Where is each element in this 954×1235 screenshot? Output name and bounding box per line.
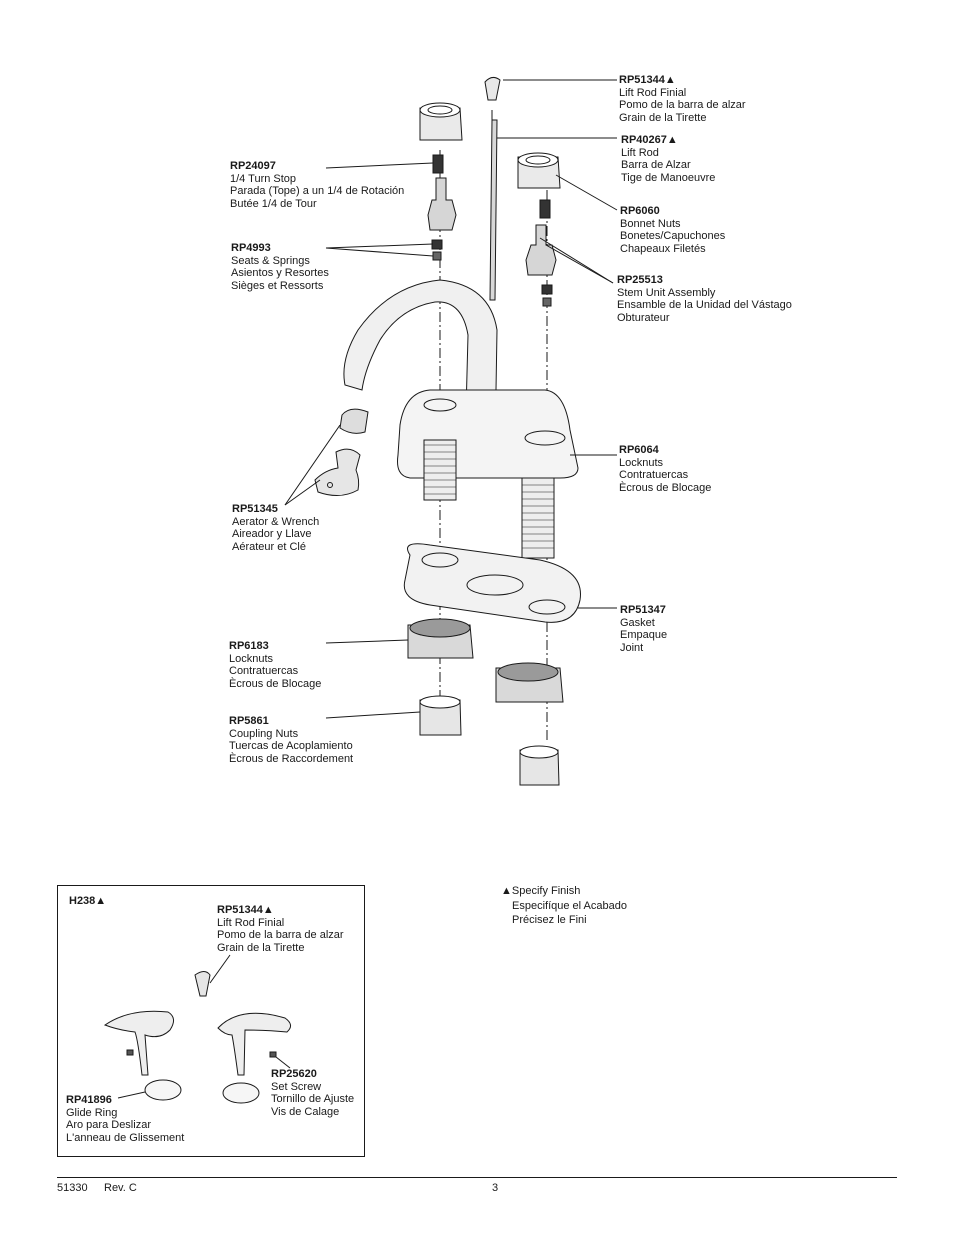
name-fr: Ècrous de Raccordement: [229, 752, 354, 765]
part-number: RP25620: [271, 1068, 317, 1080]
note-fr: Précisez le Fini: [512, 914, 587, 926]
wrench-shape: [314, 448, 361, 496]
name-en: Bonnet Nuts: [620, 217, 681, 230]
footer-rule: [57, 1177, 897, 1178]
name-es: Bonetes/Capuchones: [620, 230, 726, 243]
revision: Rev. C: [104, 1182, 137, 1194]
name-es: Aro para Deslizar: [66, 1119, 151, 1132]
part-number: RP51344▲: [217, 904, 274, 916]
name-es: Asientos y Resortes: [231, 267, 329, 280]
name-es: Tornillo de Ajuste: [271, 1093, 355, 1106]
part-number: RP6183: [229, 640, 269, 652]
inset-callout-rp25620: RP25620 Set Screw Tornillo de Ajuste Vis…: [271, 1068, 354, 1118]
name-en: Aerator & Wrench: [232, 515, 320, 528]
callout-rp6183: RP6183 Locknuts Contratuercas Ècrous de …: [229, 640, 321, 690]
name-fr: Obturateur: [617, 311, 670, 324]
name-es: Parada (Tope) a un 1/4 de Rotación: [230, 185, 405, 198]
doc-number: 51330: [57, 1182, 88, 1194]
name-en: Glide Ring: [66, 1106, 118, 1119]
callout-rp5861: RP5861 Coupling Nuts Tuercas de Acoplami…: [229, 715, 353, 765]
note-en: ▲Specify Finish: [501, 885, 581, 897]
name-fr: Ècrous de Blocage: [619, 481, 712, 494]
part-number: RP6064: [619, 444, 659, 456]
left-stem-shape: [427, 177, 457, 231]
callout-rp4993: RP4993 Seats & Springs Asientos y Resort…: [231, 242, 329, 292]
lift-rod-shape: [489, 119, 498, 301]
name-en: Gasket: [620, 616, 655, 629]
name-en: Seats & Springs: [231, 254, 310, 267]
specify-finish-note: ▲Specify Finish Especifíque el Acabado P…: [501, 884, 627, 928]
name-es: Contratuercas: [229, 665, 299, 678]
inset-right-handle-shape: [217, 1012, 291, 1076]
left-shank-shape: [423, 439, 457, 501]
part-number: RP40267▲: [621, 134, 678, 146]
part-number: RP5861: [229, 715, 269, 727]
callout-rp6060: RP6060 Bonnet Nuts Bonetes/Capuchones Ch…: [620, 205, 725, 255]
right-shank-shape: [521, 477, 555, 559]
part-number: RP51344▲: [619, 74, 676, 86]
name-en: Lift Rod: [621, 146, 659, 159]
part-number: RP6060: [620, 205, 660, 217]
inset-callout-rp51344: RP51344▲ Lift Rod Finial Pomo de la barr…: [217, 904, 344, 954]
name-es: Ensamble de la Unidad del Vástago: [617, 299, 792, 312]
name-fr: Vis de Calage: [271, 1105, 340, 1118]
part-number: RP51345: [232, 503, 278, 515]
name-fr: Grain de la Tirette: [619, 111, 707, 124]
callout-rp6064: RP6064 Locknuts Contratuercas Ècrous de …: [619, 444, 711, 494]
name-en: Locknuts: [229, 652, 274, 665]
aerator-shape: [339, 408, 369, 434]
name-es: Pomo de la barra de alzar: [217, 929, 344, 942]
right-stem-shape: [525, 224, 557, 276]
name-en: Coupling Nuts: [229, 727, 299, 740]
name-fr: Grain de la Tirette: [217, 941, 305, 954]
callout-rp51344: RP51344▲ Lift Rod Finial Pomo de la barr…: [619, 74, 746, 124]
name-es: Tuercas de Acoplamiento: [229, 740, 353, 753]
callout-rp25513: RP25513 Stem Unit Assembly Ensamble de l…: [617, 274, 792, 324]
name-es: Pomo de la barra de alzar: [619, 99, 746, 112]
part-number: RP25513: [617, 274, 663, 286]
h238-inset-box: [57, 885, 365, 1157]
part-number: RP4993: [231, 242, 271, 254]
name-en: Stem Unit Assembly: [617, 286, 716, 299]
name-es: Contratuercas: [619, 469, 689, 482]
spout-shape: [343, 279, 498, 451]
inset-callout-rp41896: RP41896 Glide Ring Aro para Deslizar L'a…: [66, 1094, 184, 1144]
name-fr: Butée 1/4 de Tour: [230, 197, 317, 210]
inset-title: H238▲: [69, 895, 106, 908]
right-turn-stop-shape: [539, 199, 551, 219]
name-es: Barra de Alzar: [621, 159, 691, 172]
name-fr: Chapeaux Filetés: [620, 242, 706, 255]
inset-title-text: H238▲: [69, 895, 107, 907]
callout-rp51345: RP51345 Aerator & Wrench Aireador y Llav…: [232, 503, 319, 553]
name-en: Locknuts: [619, 456, 664, 469]
callout-rp51347: RP51347 Gasket Empaque Joint: [620, 604, 667, 654]
name-en: Lift Rod Finial: [619, 86, 687, 99]
name-en: 1/4 Turn Stop: [230, 172, 297, 185]
name-es: Empaque: [620, 629, 668, 642]
inset-left-handle-shape: [103, 1010, 174, 1076]
name-en: Lift Rod Finial: [217, 916, 285, 929]
part-number: RP51347: [620, 604, 666, 616]
left-turn-stop-shape: [432, 154, 444, 174]
name-en: Set Screw: [271, 1080, 322, 1093]
callout-rp40267: RP40267▲ Lift Rod Barra de Alzar Tige de…: [621, 134, 715, 184]
part-number: RP24097: [230, 160, 276, 172]
name-fr: Tige de Manoeuvre: [621, 171, 716, 184]
name-fr: Ècrous de Blocage: [229, 677, 322, 690]
name-fr: Sièges et Ressorts: [231, 279, 324, 292]
lift-rod-finial-shape: [484, 76, 501, 101]
part-number: RP41896: [66, 1094, 112, 1106]
gasket-shape: [403, 543, 581, 623]
note-es: Especifíque el Acabado: [512, 899, 627, 912]
callout-rp24097: RP24097 1/4 Turn Stop Parada (Tope) a un…: [230, 160, 404, 210]
name-fr: Joint: [620, 641, 644, 654]
name-fr: L'anneau de Glissement: [66, 1131, 185, 1144]
name-fr: Aérateur et Clé: [232, 540, 306, 553]
page-number: 3: [492, 1182, 499, 1194]
name-es: Aireador y Llave: [232, 528, 312, 541]
